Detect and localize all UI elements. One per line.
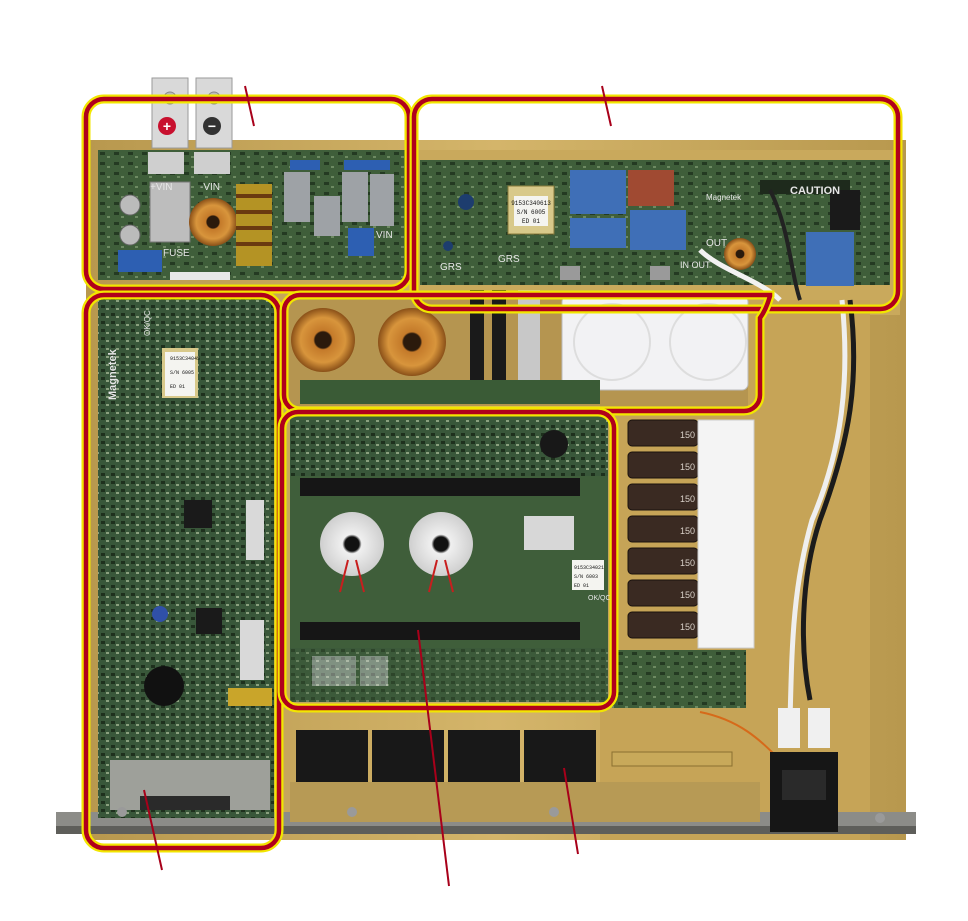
svg-text:S/N 6005: S/N 6005: [170, 370, 194, 376]
svg-text:OK/QC: OK/QC: [588, 595, 611, 602]
svg-text:ED 01: ED 01: [522, 218, 540, 225]
svg-text:9153C34021: 9153C34021: [574, 565, 604, 571]
svg-text:150: 150: [680, 558, 695, 568]
input-filter-board: +VIN -VIN FUSE VIN: [98, 150, 408, 280]
svg-text:VIN: VIN: [376, 230, 393, 241]
leader-input-filter: [244, 85, 255, 127]
svg-text:GRS: GRS: [440, 262, 462, 273]
svg-text:+: +: [163, 118, 171, 134]
highlight-magnetics-area: [279, 290, 775, 416]
leader-output-section: [601, 85, 612, 127]
svg-text:-VIN: -VIN: [200, 182, 220, 193]
svg-text:S/N 6005: S/N 6005: [517, 209, 546, 216]
power-board: 9153C34021 S/N 6003 ED 01 OK/QC: [290, 416, 611, 702]
svg-text:150: 150: [680, 590, 695, 600]
magnetics-area: [288, 290, 749, 406]
svg-text:OUT: OUT: [706, 238, 727, 249]
sticker-left: 9153C34045 S/N 6005 ED 01: [165, 352, 200, 396]
leader-power-board: [417, 629, 450, 887]
svg-text:150: 150: [680, 622, 695, 632]
svg-text:Magnetek: Magnetek: [107, 348, 119, 400]
svg-text:CAUTION: CAUTION: [790, 185, 840, 197]
leader-control-board: [143, 789, 163, 871]
highlight-outlines: [81, 94, 903, 853]
leader-lines: [143, 85, 612, 887]
svg-text:150: 150: [680, 526, 695, 536]
svg-text:9153C34045: 9153C34045: [170, 356, 200, 362]
capacitor-bank: 150 150 150 150 150 150 150: [612, 419, 755, 708]
highlight-power-board: [277, 407, 619, 713]
svg-text:+VIN: +VIN: [150, 182, 173, 193]
output-section-board: 9153C340613 S/N 6005 ED 01 GRS GRS OUT I…: [420, 160, 890, 302]
svg-text:−: −: [208, 118, 216, 134]
svg-text:S/N 6003: S/N 6003: [574, 574, 598, 580]
positive-terminal-icon: +: [158, 117, 176, 135]
svg-text:150: 150: [680, 430, 695, 440]
sticker-mid: 9153C34021 S/N 6003 ED 01: [572, 560, 604, 590]
svg-text:IN OUT: IN OUT: [680, 260, 711, 270]
svg-text:ED 01: ED 01: [170, 384, 185, 390]
negative-terminal-icon: −: [203, 117, 221, 135]
svg-text:GRS: GRS: [498, 254, 520, 265]
svg-text:Magnetek: Magnetek: [706, 193, 742, 202]
svg-text:150: 150: [680, 462, 695, 472]
svg-text:FUSE: FUSE: [163, 248, 190, 259]
svg-text:9153C340613: 9153C340613: [511, 200, 551, 207]
input-terminals: + −: [151, 77, 233, 149]
highlight-output-section: [409, 94, 903, 314]
control-board: 9153C34045 S/N 6005 ED 01 Magnetek OK/QC: [98, 298, 274, 818]
svg-text:ED 01: ED 01: [574, 583, 589, 589]
svg-text:150: 150: [680, 494, 695, 504]
leader-fans: [563, 767, 579, 855]
cabling: [699, 299, 857, 832]
cooling-fans: [117, 730, 885, 823]
svg-text:OK/QC: OK/QC: [143, 310, 152, 336]
sticker-top: 9153C340613 S/N 6005 ED 01: [511, 196, 551, 226]
